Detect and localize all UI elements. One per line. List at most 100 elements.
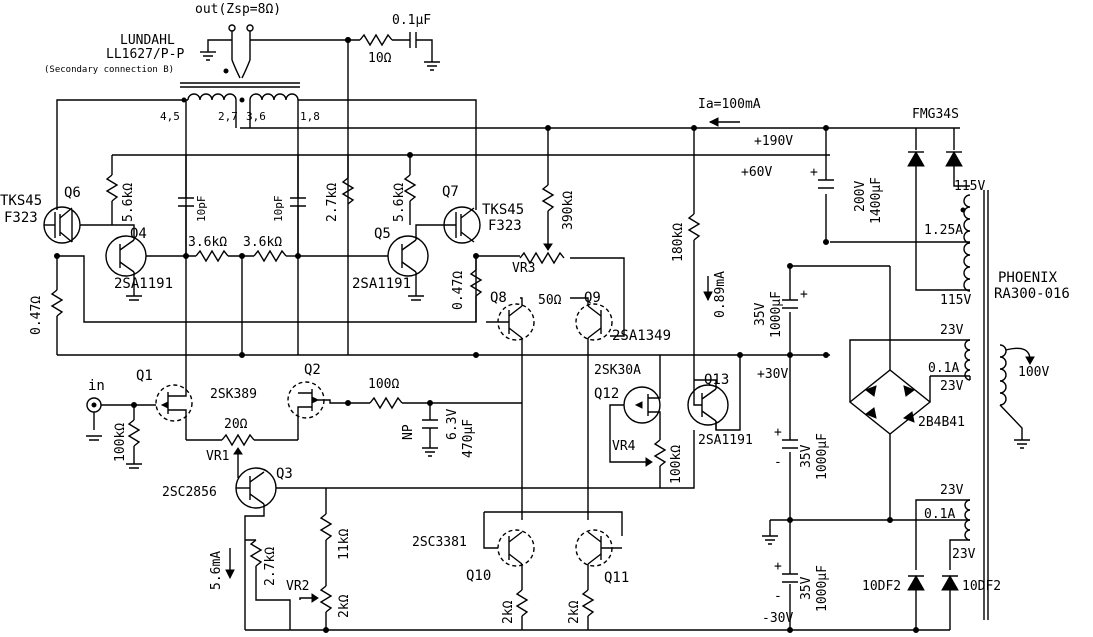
tap-27-label: 2,7 xyxy=(218,110,238,123)
r-10-label: 10Ω xyxy=(368,51,392,66)
vm30-label: -30V xyxy=(762,611,793,626)
q4-label: Q4 xyxy=(130,226,147,242)
c-01uf-label: 0.1μF xyxy=(392,13,431,28)
v23-a-label: 23V xyxy=(940,323,964,338)
r100k-vr4-label: 100kΩ xyxy=(669,445,684,484)
ra300-label: RA300-016 xyxy=(994,286,1070,302)
q7-mosfet: Q7 TKS45 F323 xyxy=(436,184,524,244)
r27k-label: 2.7kΩ xyxy=(325,183,340,222)
cap-plus-c: + xyxy=(774,425,782,440)
c200v-label: 200V xyxy=(853,181,868,212)
cap-plus-d: + xyxy=(774,559,782,574)
v63-label: 6.3V xyxy=(445,409,460,440)
r2k-vr2-label: 2kΩ xyxy=(337,594,352,618)
sa1191-left-label: 2SA1191 xyxy=(114,276,173,292)
v35-b-label: 35V xyxy=(799,444,814,468)
secondary-connection-label: (Secondary connection B) xyxy=(44,65,174,75)
r100k-in-label: 100kΩ xyxy=(113,423,128,462)
r-2k7-top: 2.7kΩ xyxy=(325,155,355,222)
sc3381-label: 2SC3381 xyxy=(412,535,467,550)
c470-label: 470μF xyxy=(461,419,476,458)
sa1191-q13-label: 2SA1191 xyxy=(698,433,753,448)
r047-right-label: 0.47Ω xyxy=(451,271,466,310)
r-5k6-left: 5.6kΩ xyxy=(105,155,136,225)
v30-label: +30V xyxy=(757,367,788,382)
fmg34s-label: FMG34S xyxy=(912,107,959,122)
power-supply: FMG34S + 200V 1400μF 115V 1.25A 115V PHO… xyxy=(753,107,1070,630)
q8-bjt: Q8 xyxy=(486,290,535,400)
q8-label: Q8 xyxy=(490,290,507,306)
df2-right-label: 10DF2 xyxy=(962,579,1001,594)
phoenix-label: PHOENIX xyxy=(998,270,1058,286)
r390k-label: 390kΩ xyxy=(561,191,576,230)
q6-label: Q6 xyxy=(64,185,81,201)
r-047-right: 0.47Ω xyxy=(451,256,483,322)
vr3-trimmer: VR3 50Ω xyxy=(476,243,625,337)
q9-bjt: Q9 2SA1349 xyxy=(570,290,671,400)
tap-36-label: 3,6 xyxy=(246,110,266,123)
r56k-right-label: 5.6kΩ xyxy=(392,183,407,222)
r-390k: 390kΩ xyxy=(541,128,576,250)
v115-bot-label: 115V xyxy=(940,293,971,308)
q12-label: Q12 xyxy=(594,386,619,402)
ia-label: Ia=100mA xyxy=(698,97,761,112)
sk30a-label: 2SK30A xyxy=(594,363,641,378)
tks45-left-label: TKS45 xyxy=(0,193,42,209)
r11k-label: 11kΩ xyxy=(337,529,352,560)
np-label: NP xyxy=(401,424,416,440)
output-transformer-lundahl: LUNDAHL LL1627/P-P (Secondary connection… xyxy=(44,2,477,355)
sc2856-label: 2SC2856 xyxy=(162,485,217,500)
vr1-label: VR1 xyxy=(206,449,229,464)
ia-annotation: Ia=100mA xyxy=(698,97,761,127)
lundahl-label: LUNDAHL xyxy=(120,33,175,48)
q4-bjt: Q4 2SA1191 xyxy=(105,224,186,301)
r56k-left-label: 5.6kΩ xyxy=(121,183,136,222)
r27k-b-label: 2.7kΩ xyxy=(263,547,278,586)
tap-45-label: 4,5 xyxy=(160,110,180,123)
ma089-label: 0.89mA xyxy=(713,271,728,318)
in-label: in xyxy=(88,378,105,394)
cap-minus-d: - xyxy=(774,589,782,604)
v23-d-label: 23V xyxy=(952,547,976,562)
v23-c-label: 23V xyxy=(940,483,964,498)
q11-label: Q11 xyxy=(604,570,629,586)
q10-label: Q10 xyxy=(466,568,491,584)
c1000-a-label: 1000μF xyxy=(769,291,784,338)
q5-bjt: Q5 2SA1191 xyxy=(298,224,436,301)
a01-b-label: 0.1A xyxy=(924,507,955,522)
r36k-b-label: 3.6kΩ xyxy=(243,235,282,250)
c10pf-right-label: 10pF xyxy=(272,196,285,223)
q6-mosfet: TKS45 F323 Q6 xyxy=(0,185,112,244)
r-3k6-pair: 3.6kΩ 3.6kΩ xyxy=(186,235,298,355)
vr2-label: VR2 xyxy=(286,579,309,594)
f323-right-label: F323 xyxy=(488,218,522,234)
v23-b-label: 23V xyxy=(940,379,964,394)
c1000-c-label: 1000μF xyxy=(815,565,830,612)
r-047-left: 0.47Ω xyxy=(29,256,64,355)
df2-left-label: 10DF2 xyxy=(862,579,901,594)
q5-label: Q5 xyxy=(374,226,391,242)
r-180k: 180kΩ 0.89mA xyxy=(671,128,728,380)
output-terminal-a xyxy=(228,24,236,32)
q2-label: Q2 xyxy=(304,362,321,378)
r2k-a-label: 2kΩ xyxy=(501,600,516,624)
b4b41-label: 2B4B41 xyxy=(918,415,965,430)
output-terminal-b xyxy=(246,24,254,32)
out-zsp-label: out(Zsp=8Ω) xyxy=(195,2,281,17)
r047-left-label: 0.47Ω xyxy=(29,296,44,335)
sa1191-right-label: 2SA1191 xyxy=(352,276,411,292)
ma56-label: 5.6mA xyxy=(209,551,224,590)
vr4-label: VR4 xyxy=(612,439,636,454)
cap-minus-c: - xyxy=(774,455,782,470)
v60-label: +60V xyxy=(741,165,772,180)
v35-c-label: 35V xyxy=(799,576,814,600)
q10-q11-mirror: 2SC3381 Q10 Q11 2kΩ 2kΩ xyxy=(412,400,629,630)
q1-label: Q1 xyxy=(136,368,153,384)
q7-label: Q7 xyxy=(442,184,459,200)
q12-q13: 2SK30A Q12 VR4 100kΩ Q13 2SA1191 xyxy=(594,355,753,489)
c-10pf-left: 10pF xyxy=(178,155,208,256)
cap-plus-a: + xyxy=(810,165,818,180)
cap-minus-b: - xyxy=(772,313,780,328)
r50-label: 50Ω xyxy=(538,293,562,308)
